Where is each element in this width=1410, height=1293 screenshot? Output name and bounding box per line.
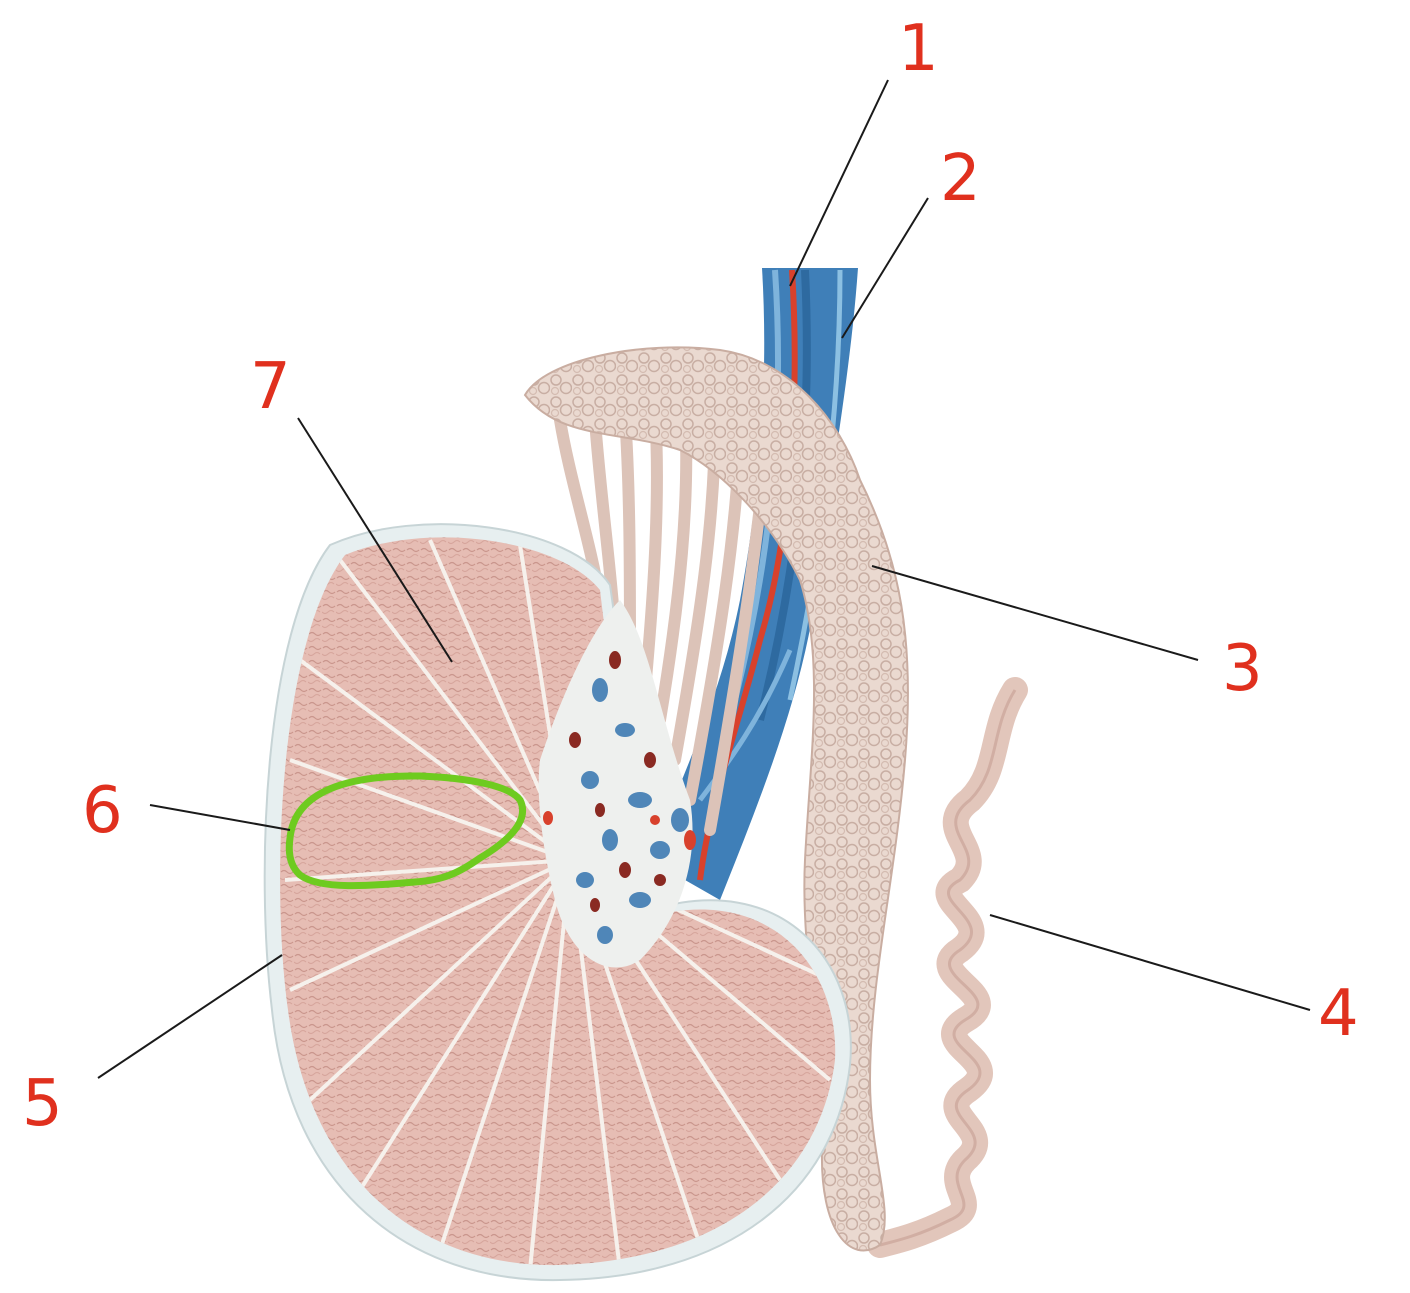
label-6: 6: [82, 774, 123, 848]
label-3: 3: [1222, 632, 1263, 706]
leader-line-7: [297, 417, 453, 663]
rete-testis: [538, 600, 696, 968]
leader-line-2: [841, 197, 929, 339]
leader-line-5: [97, 954, 283, 1079]
highlighted-lobule: [285, 772, 527, 890]
leader-lines: [97, 79, 1311, 1079]
number-labels: 1 2 3 4 5 6 7: [22, 12, 1359, 1141]
label-2: 2: [940, 142, 981, 216]
label-5: 5: [22, 1067, 63, 1141]
leader-line-4: [989, 914, 1311, 1011]
label-4: 4: [1318, 977, 1359, 1051]
epididymis: [523, 346, 909, 1252]
leader-line-1: [789, 79, 889, 287]
leader-line-3: [871, 565, 1199, 661]
leader-line-6: [149, 804, 291, 831]
label-1: 1: [898, 12, 939, 86]
label-7: 7: [250, 350, 291, 424]
